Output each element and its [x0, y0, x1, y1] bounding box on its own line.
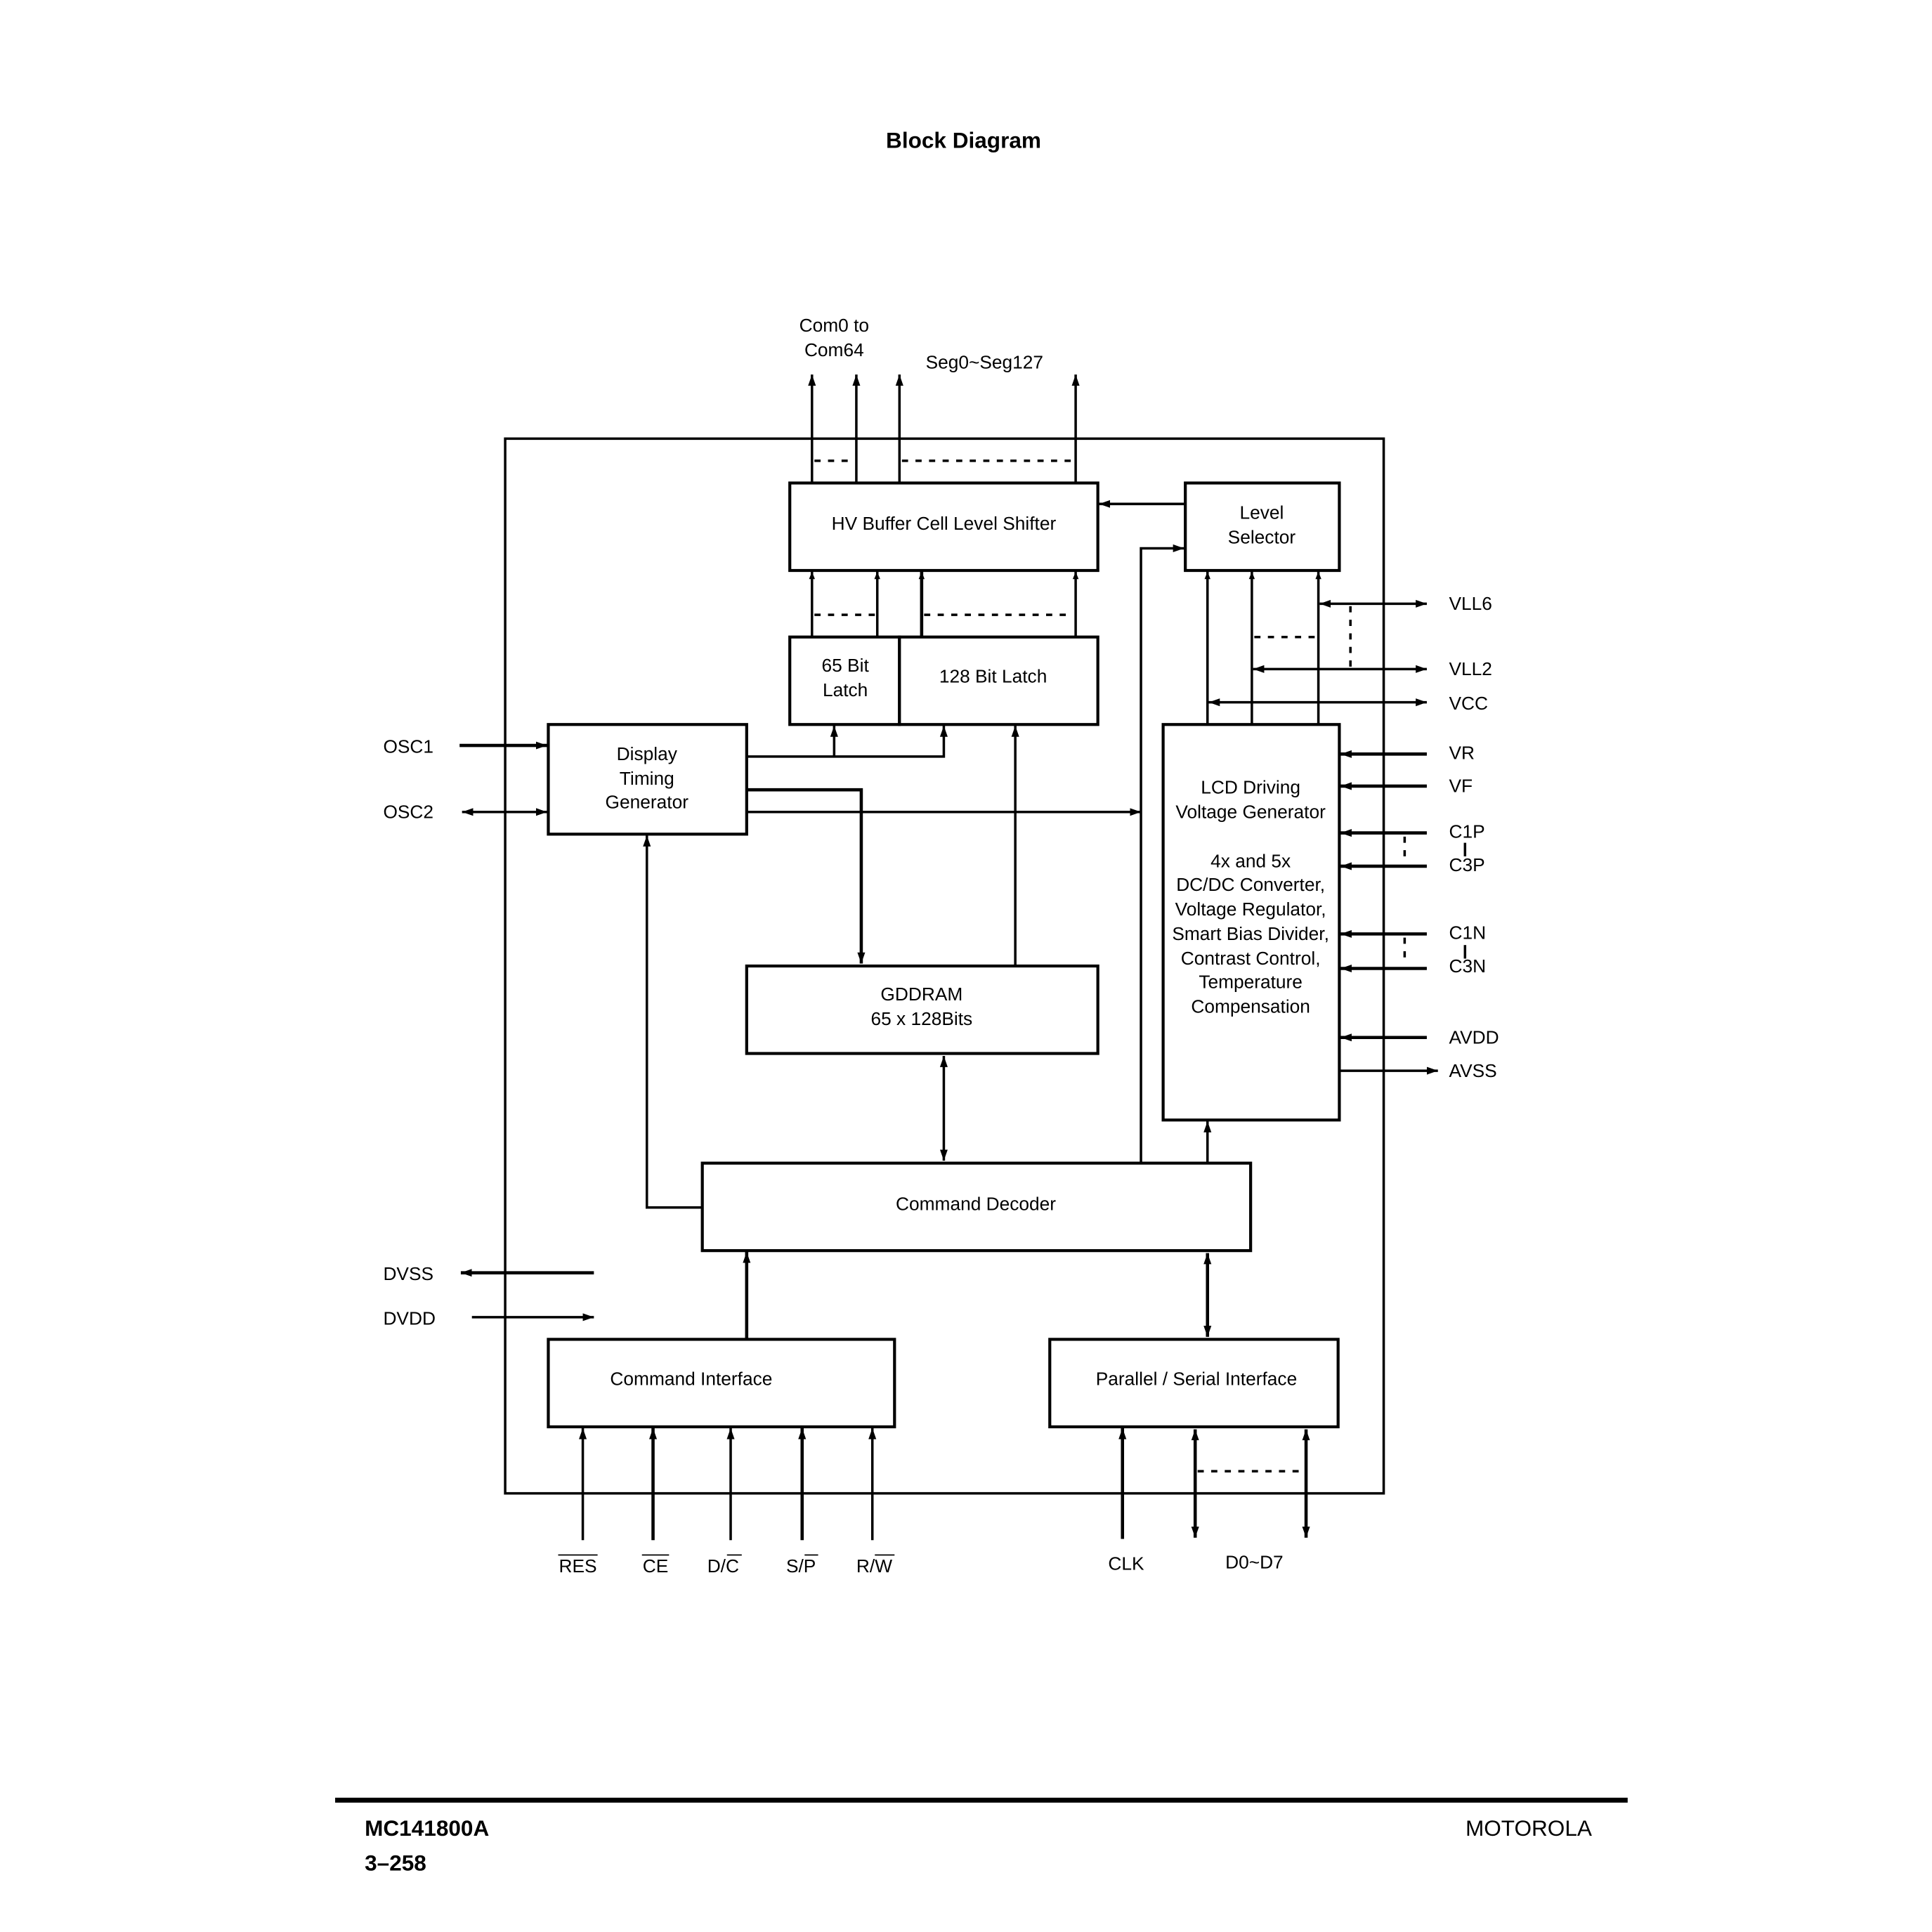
clk-pin-label: CLK [1108, 1553, 1144, 1574]
gddram-line2: 65 x 128Bits [870, 1008, 972, 1029]
parallel-serial-block: Parallel / Serial Interface [1048, 1338, 1340, 1429]
command-interface-label: Command Interface [610, 1368, 772, 1389]
sp-pin-label: S/P [786, 1555, 816, 1577]
decoder-to-dtg-line [643, 835, 703, 1209]
level-selector-block: Level Selector [1184, 481, 1341, 573]
chip-outline [504, 437, 1385, 1495]
parallel-serial-label: Parallel / Serial Interface [1096, 1368, 1297, 1389]
dc-pin-label: D/C [707, 1555, 739, 1577]
lcd-driving-line5: DC/DC Converter, [1176, 874, 1325, 895]
page-title: Block Diagram [886, 127, 1041, 152]
com-outputs [808, 374, 861, 483]
dtg-to-latch-lines [748, 726, 948, 758]
osc1-label: OSC1 [383, 736, 433, 757]
hv-buffer-label: HV Buffer Cell Level Shifter [832, 513, 1057, 534]
display-timing-line1: Display [617, 743, 678, 764]
command-pin-arrows [579, 1428, 877, 1541]
lcd-driving-line6: Voltage Regulator, [1175, 899, 1326, 920]
latch-65-line2: Latch [823, 679, 868, 700]
decoder-to-level-line [1140, 544, 1184, 1163]
vr-label: VR [1449, 742, 1475, 763]
lcd-driving-line8: Contrast Control, [1181, 948, 1321, 969]
latch-65-line1: 65 Bit [822, 655, 870, 676]
latch-65-block: 65 Bit Latch [788, 635, 901, 726]
vll6-label: VLL6 [1449, 593, 1492, 614]
c1p-label: C1P [1449, 821, 1485, 842]
c1n-label: C1N [1449, 922, 1487, 943]
display-timing-block: Display Timing Generator [547, 723, 748, 836]
vcc-label: VCC [1449, 693, 1489, 714]
latch-to-hv-arrows [809, 571, 1079, 637]
res-pin-label: RES [559, 1555, 597, 1577]
lcd-driving-line9: Temperature [1199, 972, 1303, 993]
data-pin-label: D0~D7 [1225, 1552, 1284, 1573]
footer-brand: MOTOROLA [1466, 1815, 1592, 1841]
avdd-label: AVDD [1449, 1026, 1499, 1047]
display-timing-line3: Generator [606, 792, 689, 813]
lcd-driving-line2: Voltage Generator [1175, 802, 1326, 823]
lcd-driving-line10: Compensation [1191, 996, 1310, 1017]
vf-label: VF [1449, 776, 1473, 797]
level-selector-line1: Level [1239, 502, 1284, 523]
dvss-label: DVSS [383, 1263, 433, 1284]
vll2-label: VLL2 [1449, 658, 1492, 679]
command-interface-block: Command Interface [547, 1338, 896, 1429]
gddram-line1: GDDRAM [880, 984, 962, 1005]
ce-pin-label: CE [643, 1555, 669, 1577]
footer-part-number: MC141800A [365, 1815, 489, 1841]
dvdd-label: DVDD [383, 1307, 436, 1329]
osc2-label: OSC2 [383, 802, 433, 823]
hv-buffer-block: HV Buffer Cell Level Shifter [788, 481, 1099, 573]
com-label-line1: Com0 to [799, 315, 869, 336]
lcd-driving-line1: LCD Driving [1201, 776, 1300, 797]
seg-outputs [895, 374, 1080, 483]
dtg-to-gddram-line [748, 788, 866, 964]
level-selector-line2: Selector [1228, 526, 1296, 547]
gddram-block: GDDRAM 65 x 128Bits [745, 964, 1099, 1055]
lcd-driving-line4: 4x and 5x [1210, 851, 1291, 872]
latch-128-label: 128 Bit Latch [939, 666, 1047, 687]
rw-pin-label: R/W [856, 1555, 892, 1577]
lcd-driving-line7: Smart Bias Divider, [1172, 923, 1329, 944]
command-decoder-block: Command Decoder [700, 1161, 1253, 1253]
latch-128-block: 128 Bit Latch [898, 635, 1099, 726]
lcd-driving-block: LCD Driving Voltage Generator 4x and 5x … [1161, 723, 1341, 1122]
com-label-line2: Com64 [804, 339, 864, 360]
display-timing-line2: Timing [620, 768, 674, 789]
avss-label: AVSS [1449, 1060, 1497, 1081]
c3p-label: C3P [1449, 854, 1485, 875]
c3n-label: C3N [1449, 955, 1487, 977]
footer-page-number: 3–258 [365, 1850, 426, 1875]
seg-label: Seg0~Seg127 [926, 351, 1043, 372]
command-decoder-label: Command Decoder [896, 1193, 1056, 1214]
footer-rule [335, 1797, 1628, 1803]
